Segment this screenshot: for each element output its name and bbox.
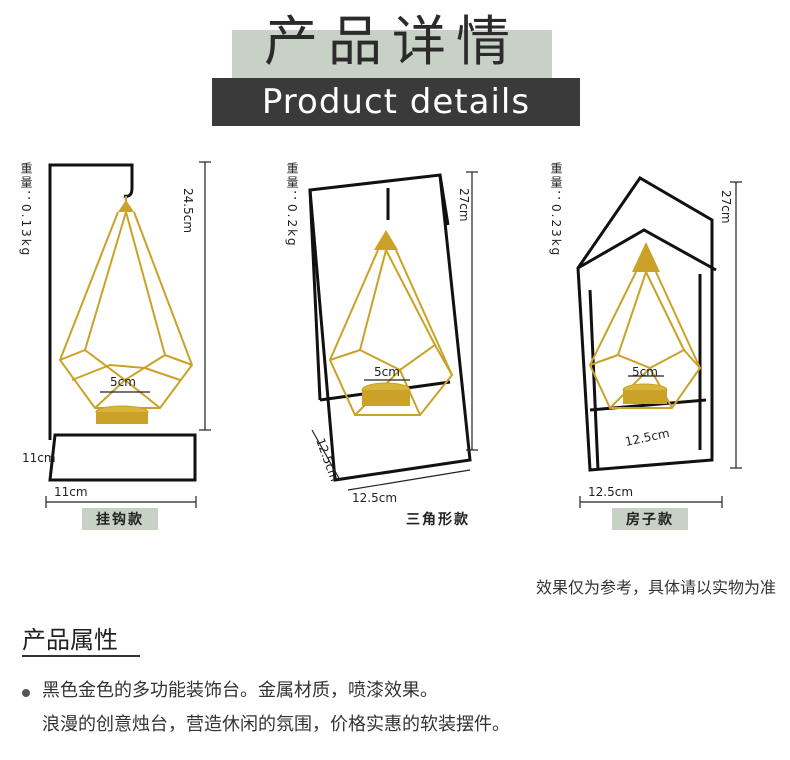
triangle-candle-label: 5cm: [374, 365, 400, 379]
house-style-label: 房子款: [612, 508, 688, 530]
attributes-title: 产品属性: [22, 626, 118, 654]
subtitle-bar: [212, 78, 580, 126]
hook-candle-label: 5cm: [110, 375, 136, 389]
triangle-depth-label: 12.5cm: [313, 436, 342, 483]
house-candle-holder: [576, 176, 742, 508]
attributes-line-1: 黑色金色的多功能装饰台。金属材质，喷漆效果。: [42, 680, 438, 701]
page-subtitle: Product details: [261, 82, 531, 122]
hook-depth-label: 11cm: [22, 451, 56, 465]
house-depth-label: 12.5cm: [624, 426, 671, 449]
triangle-weight: 重量：0.2kg: [285, 162, 299, 248]
hook-weight: 重量：0.13kg: [19, 162, 33, 258]
house-width-label: 12.5cm: [588, 485, 633, 499]
product-illustrations: .blk { stroke: #111; stroke-width: 3; fi…: [0, 150, 790, 540]
page-title: 产品详情: [264, 10, 520, 73]
hook-candle-holder: [45, 161, 211, 508]
house-weight: 重量：0.23kg: [549, 162, 563, 258]
bullet-dot: [22, 689, 30, 697]
disclaimer-text: 效果仅为参考，具体请以实物为准: [535, 578, 776, 597]
triangle-width-label: 12.5cm: [352, 491, 397, 505]
hook-height-label: 24.5cm: [181, 188, 195, 233]
triangle-candle-holder: [308, 171, 478, 491]
title-background: [232, 30, 552, 82]
house-height-label: 27cm: [719, 190, 733, 224]
attributes-underline: [22, 655, 140, 657]
hook-style-label: 挂钩款: [82, 508, 158, 530]
house-candle-label: 5cm: [632, 365, 658, 379]
product-drawings: .blk { stroke: #111; stroke-width: 3; fi…: [22, 161, 742, 508]
hook-width-label: 11cm: [54, 485, 88, 499]
triangle-style-label: 三角形款: [406, 512, 470, 528]
attributes-line-2: 浪漫的创意烛台，营造休闲的氛围，价格实惠的软装摆件。: [42, 714, 510, 735]
triangle-height-label: 27cm: [457, 188, 471, 222]
